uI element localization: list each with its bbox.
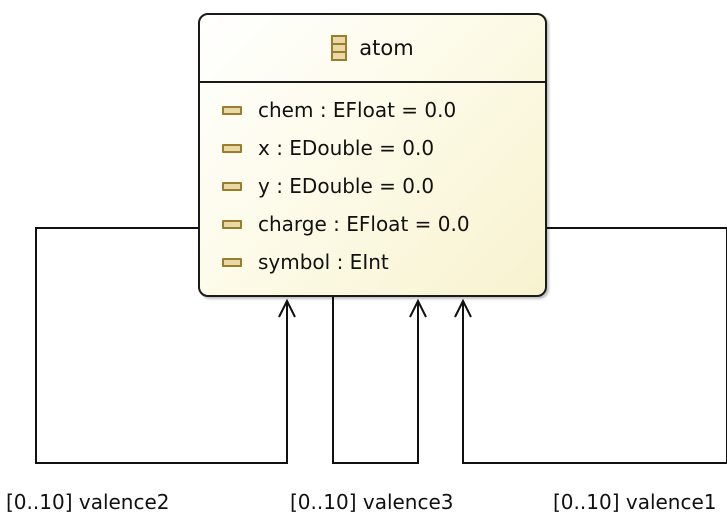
valence2-arrowhead xyxy=(278,298,296,318)
reference-label-valence3: [0..10] valence3 xyxy=(290,490,454,514)
reference-label-valence2: [0..10] valence2 xyxy=(6,490,170,514)
attribute-label: chem : EFloat = 0.0 xyxy=(258,98,457,122)
class-header: atom xyxy=(200,15,545,83)
valence1-arrowhead xyxy=(454,298,472,318)
attribute-list: chem : EFloat = 0.0 x : EDouble = 0.0 y … xyxy=(200,83,545,281)
eattribute-icon xyxy=(222,143,242,153)
atom-class-node[interactable]: atom chem : EFloat = 0.0 x : EDouble = 0… xyxy=(198,13,547,297)
attribute-label: y : EDouble = 0.0 xyxy=(258,174,435,198)
attribute-row-chem[interactable]: chem : EFloat = 0.0 xyxy=(200,91,545,129)
valence2-connector[interactable] xyxy=(35,227,288,464)
attribute-label: charge : EFloat = 0.0 xyxy=(258,212,470,236)
valence1-connector[interactable] xyxy=(462,227,727,464)
attribute-row-symbol[interactable]: symbol : EInt xyxy=(200,243,545,281)
attribute-row-y[interactable]: y : EDouble = 0.0 xyxy=(200,167,545,205)
eattribute-icon xyxy=(222,181,242,191)
class-name: atom xyxy=(359,36,414,60)
attribute-label: symbol : EInt xyxy=(258,250,389,274)
attribute-label: x : EDouble = 0.0 xyxy=(258,136,435,160)
valence3-arrowhead xyxy=(409,298,427,318)
eclass-icon xyxy=(331,35,348,61)
eattribute-icon xyxy=(222,105,242,115)
eattribute-icon xyxy=(222,219,242,229)
valence3-connector[interactable] xyxy=(332,297,419,464)
reference-label-valence1: [0..10] valence1 xyxy=(553,490,717,514)
eattribute-icon xyxy=(222,257,242,267)
attribute-row-x[interactable]: x : EDouble = 0.0 xyxy=(200,129,545,167)
attribute-row-charge[interactable]: charge : EFloat = 0.0 xyxy=(200,205,545,243)
